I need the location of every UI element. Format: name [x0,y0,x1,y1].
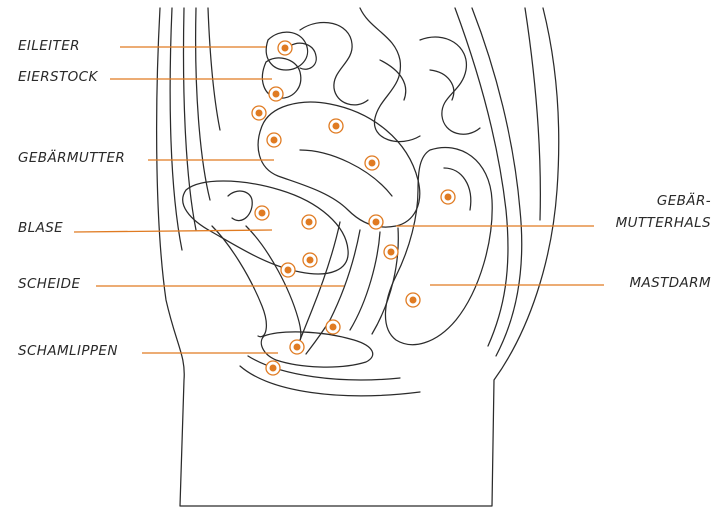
marker-dot [406,293,420,307]
marker-dot [303,253,317,267]
leader-blase [74,230,272,232]
label-eileiter: EILEITER [18,38,80,54]
marker-dot [266,361,280,375]
marker-dot [384,245,398,259]
label-mastdarm: MASTDARM [629,275,711,291]
label-gebaermutterhals-line1: GEBÄR- [657,193,711,209]
marker-dot [441,190,455,204]
marker-dot [369,215,383,229]
label-blase: BLASE [18,220,63,236]
marker-dot [326,320,340,334]
marker-dot [302,215,316,229]
label-eierstock: EIERSTOCK [18,69,98,85]
label-scheide: SCHEIDE [18,276,80,292]
marker-dot [255,206,269,220]
label-gebaermutterhals-line2: MUTTERHALS [616,215,711,231]
marker-dot [290,340,304,354]
marker-dot [267,133,281,147]
marker-dot [329,119,343,133]
label-schamlippen: SCHAMLIPPEN [18,343,118,359]
marker-dot [269,87,283,101]
marker-dot [281,263,295,277]
marker-dot [278,41,292,55]
marker-dot [252,106,266,120]
anatomy-outline [157,8,559,506]
leader-lines [74,47,604,353]
marker-dot [365,156,379,170]
label-gebaermutter: GEBÄRMUTTER [18,150,125,166]
